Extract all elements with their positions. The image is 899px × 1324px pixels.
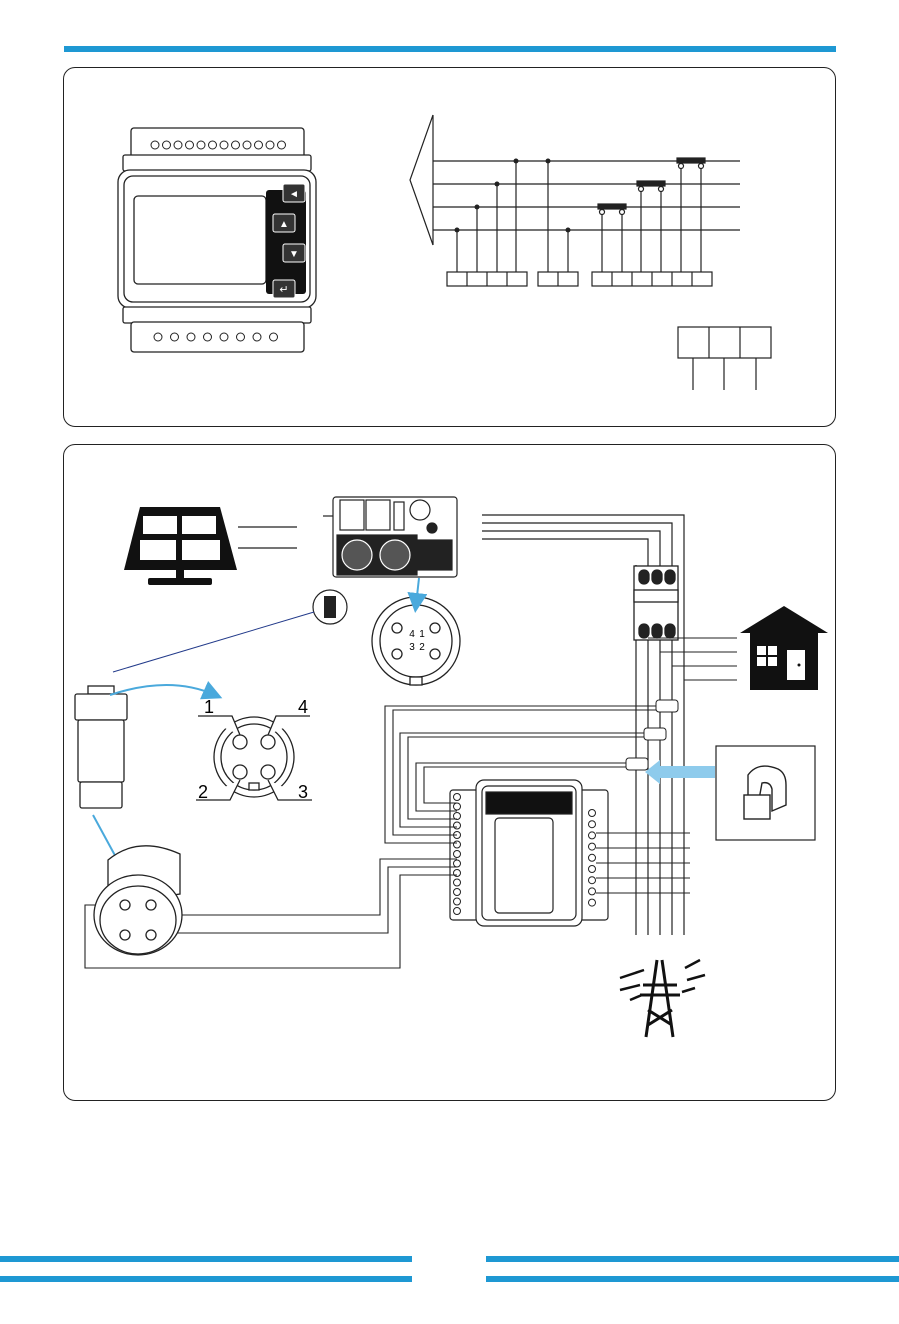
pv-cables xyxy=(238,527,297,548)
button-enter-icon[interactable]: ↵ xyxy=(279,284,288,296)
terminal-hole xyxy=(197,141,205,149)
terminal-hole xyxy=(220,141,228,149)
connector-pinout-icon xyxy=(196,716,312,800)
terminal-hole xyxy=(454,889,461,896)
ct-clamp-icon xyxy=(716,746,815,840)
terminal-hole xyxy=(186,141,194,149)
three-phase-schematic xyxy=(410,115,771,390)
solar-panel-icon xyxy=(124,507,237,585)
inverter-pin-1: 1 xyxy=(419,629,425,640)
terminal-hole xyxy=(454,860,461,867)
energy-meter-side xyxy=(450,780,608,926)
terminal-hole xyxy=(266,141,274,149)
terminal-hole xyxy=(589,888,596,895)
terminal-hole xyxy=(154,333,162,341)
terminal-hole xyxy=(589,821,596,828)
terminal-hole xyxy=(151,141,159,149)
house-icon xyxy=(740,606,828,690)
terminal-hole xyxy=(454,803,461,810)
terminal-hole xyxy=(243,141,251,149)
house-feed-lines xyxy=(648,638,737,680)
pin-label-3: 3 xyxy=(298,782,308,802)
terminal-hole xyxy=(270,333,278,341)
terminal-hole xyxy=(454,879,461,886)
terminal-hole xyxy=(454,908,461,915)
terminal-hole xyxy=(220,333,228,341)
current-transformer-bars xyxy=(598,158,705,215)
terminal-hole xyxy=(454,841,461,848)
pin-label-4: 4 xyxy=(298,697,308,717)
button-up-icon[interactable]: ▲ xyxy=(279,219,289,230)
button-left-icon[interactable]: ◄ xyxy=(289,189,299,200)
pin-label-1: 1 xyxy=(204,697,214,717)
terminal-hole xyxy=(589,866,596,873)
terminal-hole xyxy=(454,851,461,858)
inverter-pin-4: 4 xyxy=(409,629,415,640)
power-tower-icon xyxy=(620,960,705,1037)
terminal-hole xyxy=(589,877,596,884)
inverter-icon xyxy=(323,497,457,577)
terminal-hole xyxy=(163,141,171,149)
junction-dots xyxy=(455,159,571,233)
inverter-pin-3: 3 xyxy=(409,642,415,653)
terminal-hole xyxy=(278,141,286,149)
terminal-hole xyxy=(204,333,212,341)
terminal-hole xyxy=(589,832,596,839)
terminal-hole xyxy=(589,854,596,861)
terminal-hole xyxy=(209,141,217,149)
terminal-hole xyxy=(589,843,596,850)
terminal-hole xyxy=(454,898,461,905)
terminal-hole xyxy=(454,794,461,801)
energy-meter-front xyxy=(118,128,316,352)
terminal-hole xyxy=(255,141,263,149)
terminal-hole xyxy=(171,333,179,341)
pin-label-2: 2 xyxy=(198,782,208,802)
terminal-hole xyxy=(174,141,182,149)
button-down-icon[interactable]: ▼ xyxy=(289,249,299,260)
terminal-hole xyxy=(237,333,245,341)
inverter-port-connector xyxy=(372,597,460,685)
large-connector-icon xyxy=(94,846,182,955)
terminal-hole xyxy=(589,810,596,817)
terminal-hole xyxy=(454,822,461,829)
plug-connector-icon xyxy=(75,686,127,808)
fuse-callout xyxy=(113,590,347,672)
inverter-pin-2: 2 xyxy=(419,642,425,653)
terminal-hole xyxy=(187,333,195,341)
terminal-hole xyxy=(589,899,596,906)
terminal-hole xyxy=(253,333,261,341)
circuit-breaker-icon xyxy=(634,566,678,640)
terminal-hole xyxy=(232,141,240,149)
